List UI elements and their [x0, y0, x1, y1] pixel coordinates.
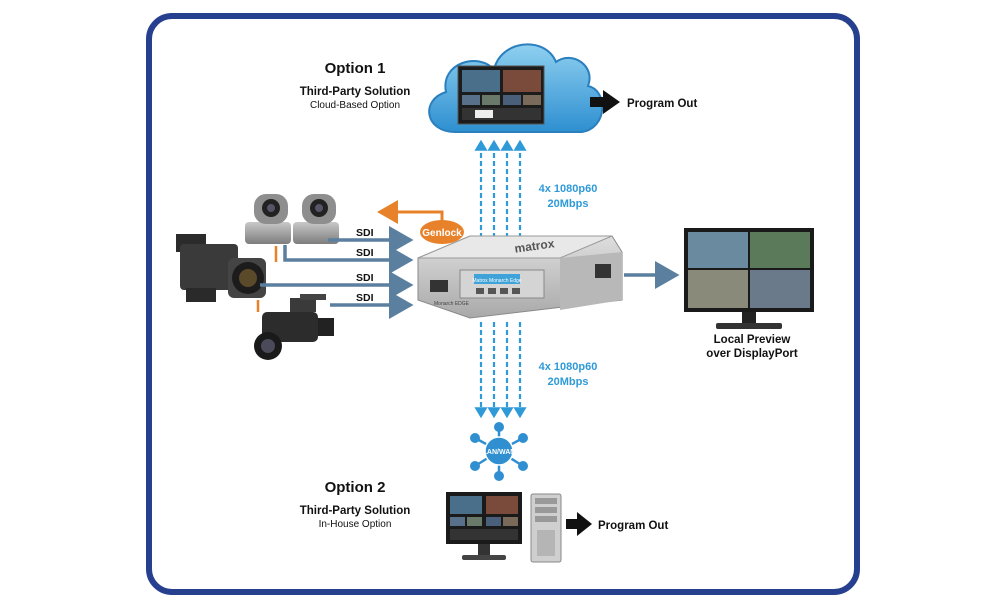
option1-caption: Cloud-Based Option	[310, 100, 400, 111]
workstation-monitor-icon	[446, 492, 522, 560]
ptz-camera-icon	[293, 194, 339, 244]
program-out-bottom-label: Program Out	[598, 520, 668, 532]
program-out-bottom-arrow	[566, 512, 592, 536]
encoder-device-icon: matrox Matrox Monarch Edge Monarch EDGE	[417, 235, 623, 319]
sdi-label: SDI	[356, 227, 374, 239]
option2-caption: In-House Option	[319, 519, 392, 530]
genlock-badge: Genlock	[420, 220, 464, 244]
encoder-display: Matrox Monarch Edge	[472, 278, 521, 284]
tower-pc-icon	[530, 493, 562, 563]
stream-up-arrows	[474, 139, 527, 238]
preview-line2: over DisplayPort	[706, 348, 798, 360]
preview-monitor-icon	[684, 228, 814, 329]
program-out-top-arrow	[590, 90, 620, 114]
network-node-icon	[470, 422, 528, 481]
encoder-brand: matrox	[514, 236, 556, 255]
program-out-top-label: Program Out	[627, 98, 697, 110]
network-label: LAN/WAN	[483, 449, 516, 456]
sdi-label: SDI	[356, 272, 374, 284]
stream-top-line1: 4x 1080p60	[539, 183, 598, 195]
option2-title: Option 2	[325, 479, 386, 496]
stream-down-arrows	[474, 322, 527, 419]
camcorder-icon	[254, 294, 334, 360]
ptz-camera-icon	[245, 194, 291, 244]
sdi-label: SDI	[356, 247, 374, 259]
broadcast-camera-icon	[176, 234, 266, 302]
option2-subtitle: Third-Party Solution	[300, 505, 411, 517]
stream-bottom-line2: 20Mbps	[548, 376, 589, 388]
cloud-switcher-screen-icon	[457, 65, 545, 125]
option1-title: Option 1	[325, 60, 386, 77]
preview-line1: Local Preview	[714, 334, 791, 346]
stream-bottom-line1: 4x 1080p60	[539, 361, 598, 373]
sdi-arrows	[260, 226, 414, 319]
genlock-label: Genlock	[422, 228, 462, 239]
stream-top-line2: 20Mbps	[548, 198, 589, 210]
sdi-label: SDI	[356, 292, 374, 304]
cloud-icon	[428, 43, 604, 133]
option1-subtitle: Third-Party Solution	[300, 86, 411, 98]
encoder-model: Monarch EDGE	[434, 301, 470, 307]
